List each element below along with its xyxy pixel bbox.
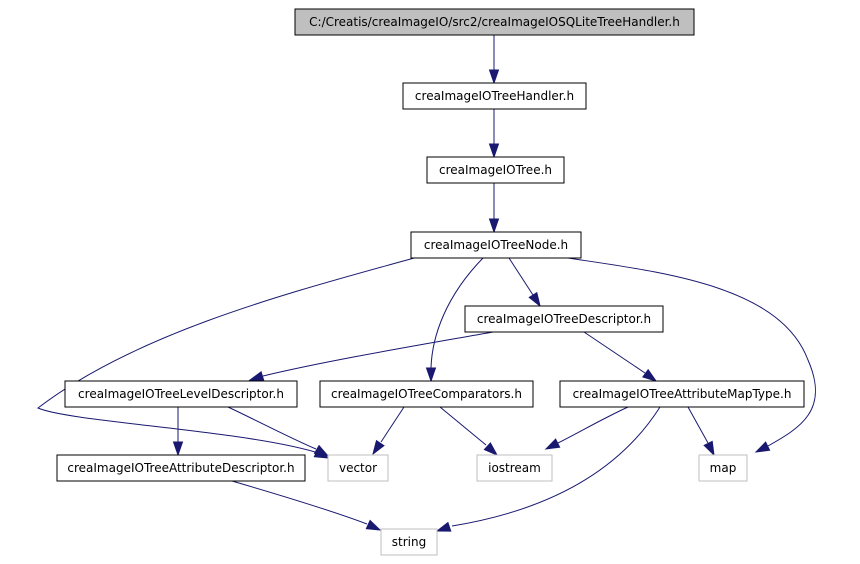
edge-line (567, 257, 817, 447)
edge-arrowhead (435, 521, 452, 532)
node-root-label: C:/Creatis/creaImageIO/src2/creaImageIOS… (309, 15, 680, 29)
edge-arrowhead (544, 438, 561, 450)
node-attr-descriptor[interactable]: creaImageIOTreeAttributeDescriptor.h (56, 454, 306, 482)
node-map-label: map (710, 461, 737, 475)
edge-attr-map-type-to-map (687, 406, 715, 457)
node-iostream-box (476, 454, 553, 482)
node-comparators[interactable]: creaImageIOTreeComparators.h (319, 380, 534, 408)
edge-arrowhead (313, 444, 330, 457)
edge-arrowhead (488, 218, 500, 234)
edge-line (508, 257, 534, 296)
edge-attr-map-type-to-string (435, 406, 661, 532)
edge-line (380, 406, 405, 443)
edge-line (430, 257, 484, 369)
edge-comparators-to-vector (372, 406, 405, 456)
node-tree-handler-label: creaImageIOTreeHandler.h (415, 89, 574, 103)
node-tree-box (426, 156, 565, 184)
node-string-label: string (392, 535, 426, 549)
edge-line (37, 257, 415, 453)
edge-line (451, 406, 661, 527)
edge-tree-node-to-comparators (425, 257, 484, 383)
edge-line (687, 406, 709, 444)
edge-comparators-to-iostream (439, 406, 499, 457)
edge-line (231, 480, 368, 525)
node-tree-node[interactable]: creaImageIOTreeNode.h (410, 231, 582, 259)
edge-tree-descriptor-to-level-descriptor (248, 331, 494, 382)
node-level-descriptor-box (64, 380, 298, 408)
edge-attr-map-type-to-iostream (544, 406, 629, 450)
edge-arrowhead (172, 441, 184, 457)
edge-arrowhead (365, 519, 382, 531)
node-level-descriptor[interactable]: creaImageIOTreeLevelDescriptor.h (64, 380, 298, 408)
edge-tree-descriptor-to-attr-map-type (583, 331, 658, 382)
node-comparators-box (319, 380, 534, 408)
node-attr-descriptor-label: creaImageIOTreeAttributeDescriptor.h (67, 461, 294, 475)
node-attr-map-type[interactable]: creaImageIOTreeAttributeMapType.h (559, 380, 805, 408)
node-map[interactable]: map (698, 454, 748, 482)
node-tree-descriptor[interactable]: creaImageIOTreeDescriptor.h (464, 305, 664, 333)
node-level-descriptor-label: creaImageIOTreeLevelDescriptor.h (78, 387, 284, 401)
node-string-box (380, 528, 438, 556)
node-tree[interactable]: creaImageIOTree.h (426, 156, 565, 184)
node-tree-label: creaImageIOTree.h (439, 163, 552, 177)
edge-tree-node-to-vector (37, 257, 415, 459)
edge-attr-descriptor-to-string (231, 480, 382, 531)
edge-arrowhead (703, 440, 715, 457)
edge-line (227, 406, 317, 450)
node-attr-map-type-label: creaImageIOTreeAttributeMapType.h (573, 387, 792, 401)
edge-arrowhead (248, 371, 265, 382)
edge-arrowhead (488, 69, 500, 85)
node-vector-label: vector (339, 461, 377, 475)
edge-arrowhead (528, 291, 541, 308)
node-tree-handler[interactable]: creaImageIOTreeHandler.h (402, 82, 587, 110)
node-tree-descriptor-label: creaImageIOTreeDescriptor.h (477, 312, 651, 326)
node-tree-handler-box (402, 82, 587, 110)
edge-arrowhead (642, 368, 658, 382)
node-comparators-label: creaImageIOTreeComparators.h (331, 387, 522, 401)
node-string[interactable]: string (380, 528, 438, 556)
node-tree-descriptor-box (464, 305, 664, 333)
node-root-box (294, 8, 695, 36)
node-tree-node-label: creaImageIOTreeNode.h (424, 238, 568, 252)
edge-line (583, 331, 646, 374)
node-root[interactable]: C:/Creatis/creaImageIO/src2/creaImageIOS… (294, 8, 695, 36)
node-iostream[interactable]: iostream (476, 454, 553, 482)
edge-tree-node-to-map (567, 257, 817, 453)
graph-nodes: C:/Creatis/creaImageIO/src2/creaImageIOS… (56, 8, 805, 556)
edge-tree-handler-to-tree (488, 109, 500, 159)
node-attr-map-type-box (559, 380, 805, 408)
graph-edges (37, 35, 817, 532)
node-iostream-label: iostream (488, 461, 541, 475)
edge-line (262, 331, 494, 377)
edge-arrowhead (425, 367, 437, 383)
edge-line (439, 406, 487, 446)
node-map-box (698, 454, 748, 482)
node-tree-node-box (410, 231, 582, 259)
edge-arrowhead (754, 441, 771, 453)
edge-arrowhead (488, 143, 500, 159)
node-vector[interactable]: vector (327, 454, 389, 482)
edge-line (557, 406, 629, 444)
edge-level-descriptor-to-vector (227, 406, 330, 457)
edge-tree-to-tree-node (488, 183, 500, 234)
node-attr-descriptor-box (56, 454, 306, 482)
edge-tree-node-to-tree-descriptor (508, 257, 541, 308)
edge-arrowhead (372, 439, 385, 456)
edge-arrowhead (483, 442, 499, 457)
edge-root-to-tree-handler (488, 35, 500, 85)
node-vector-box (327, 454, 389, 482)
edge-level-descriptor-to-attr-descriptor (172, 407, 184, 457)
